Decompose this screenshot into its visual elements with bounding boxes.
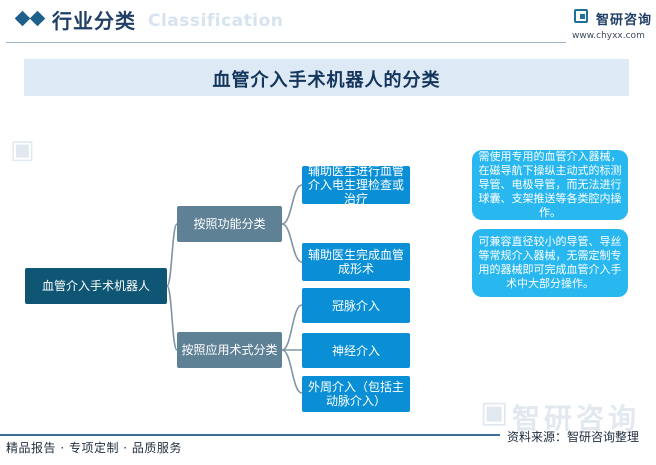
edge-root-to-procedure xyxy=(166,285,178,351)
watermark-logo-icon: ▣ xyxy=(10,135,35,165)
node-leaf-coronary: 冠脉介入 xyxy=(302,288,410,323)
edge-procedure-to-leaf-3 xyxy=(281,304,303,351)
node-leaf-angioplasty: 辅助医生完成血管成形术 xyxy=(302,243,410,281)
logo-mark-icon xyxy=(574,9,588,23)
node-branch-function: 按照功能分类 xyxy=(177,206,282,242)
edge-function-to-leaf-1 xyxy=(281,184,303,225)
watermark-brand: 智研咨询 xyxy=(512,402,641,435)
node-leaf-electrophysiology: 辅助医生进行血管介入电生理检查或治疗 xyxy=(302,164,410,206)
section-ghost-title: Classification xyxy=(148,11,284,31)
watermark-logo-icon: ▣ xyxy=(480,395,509,430)
note-angioplasty: 可兼容直径较小的导管、导丝等常规介入器械，无需定制专用的器械即可完成血管介入手术… xyxy=(472,229,628,297)
header-divider xyxy=(6,42,566,43)
node-root: 血管介入手术机器人 xyxy=(25,268,167,304)
brand-name: 智研咨询 xyxy=(596,13,653,28)
node-branch-procedure: 按照应用术式分类 xyxy=(177,332,282,368)
edge-function-to-leaf-2 xyxy=(281,223,303,263)
edge-procedure-to-leaf-5 xyxy=(281,349,303,394)
diagram-title: 血管介入手术机器人的分类 xyxy=(212,70,441,91)
edge-root-to-function xyxy=(166,223,178,287)
section-title: 行业分类 xyxy=(52,9,136,33)
source-note: 资料来源：智研咨询整理 xyxy=(507,430,640,444)
footer-slogan: 精品报告 · 专项定制 · 品质服务 xyxy=(6,441,182,455)
node-leaf-neuro: 神经介入 xyxy=(302,333,410,368)
brand-url[interactable]: www.chyxx.com xyxy=(572,31,645,41)
title-band xyxy=(24,59,629,96)
brand-logo xyxy=(574,9,594,29)
footer-divider xyxy=(0,434,500,436)
node-leaf-peripheral: 外周介入（包括主动脉介入） xyxy=(302,376,410,412)
note-electrophysiology: 需使用专用的血管介入器械，在磁导航下操纵主动式的标测导管、电极导管，而无法进行球… xyxy=(472,150,628,220)
